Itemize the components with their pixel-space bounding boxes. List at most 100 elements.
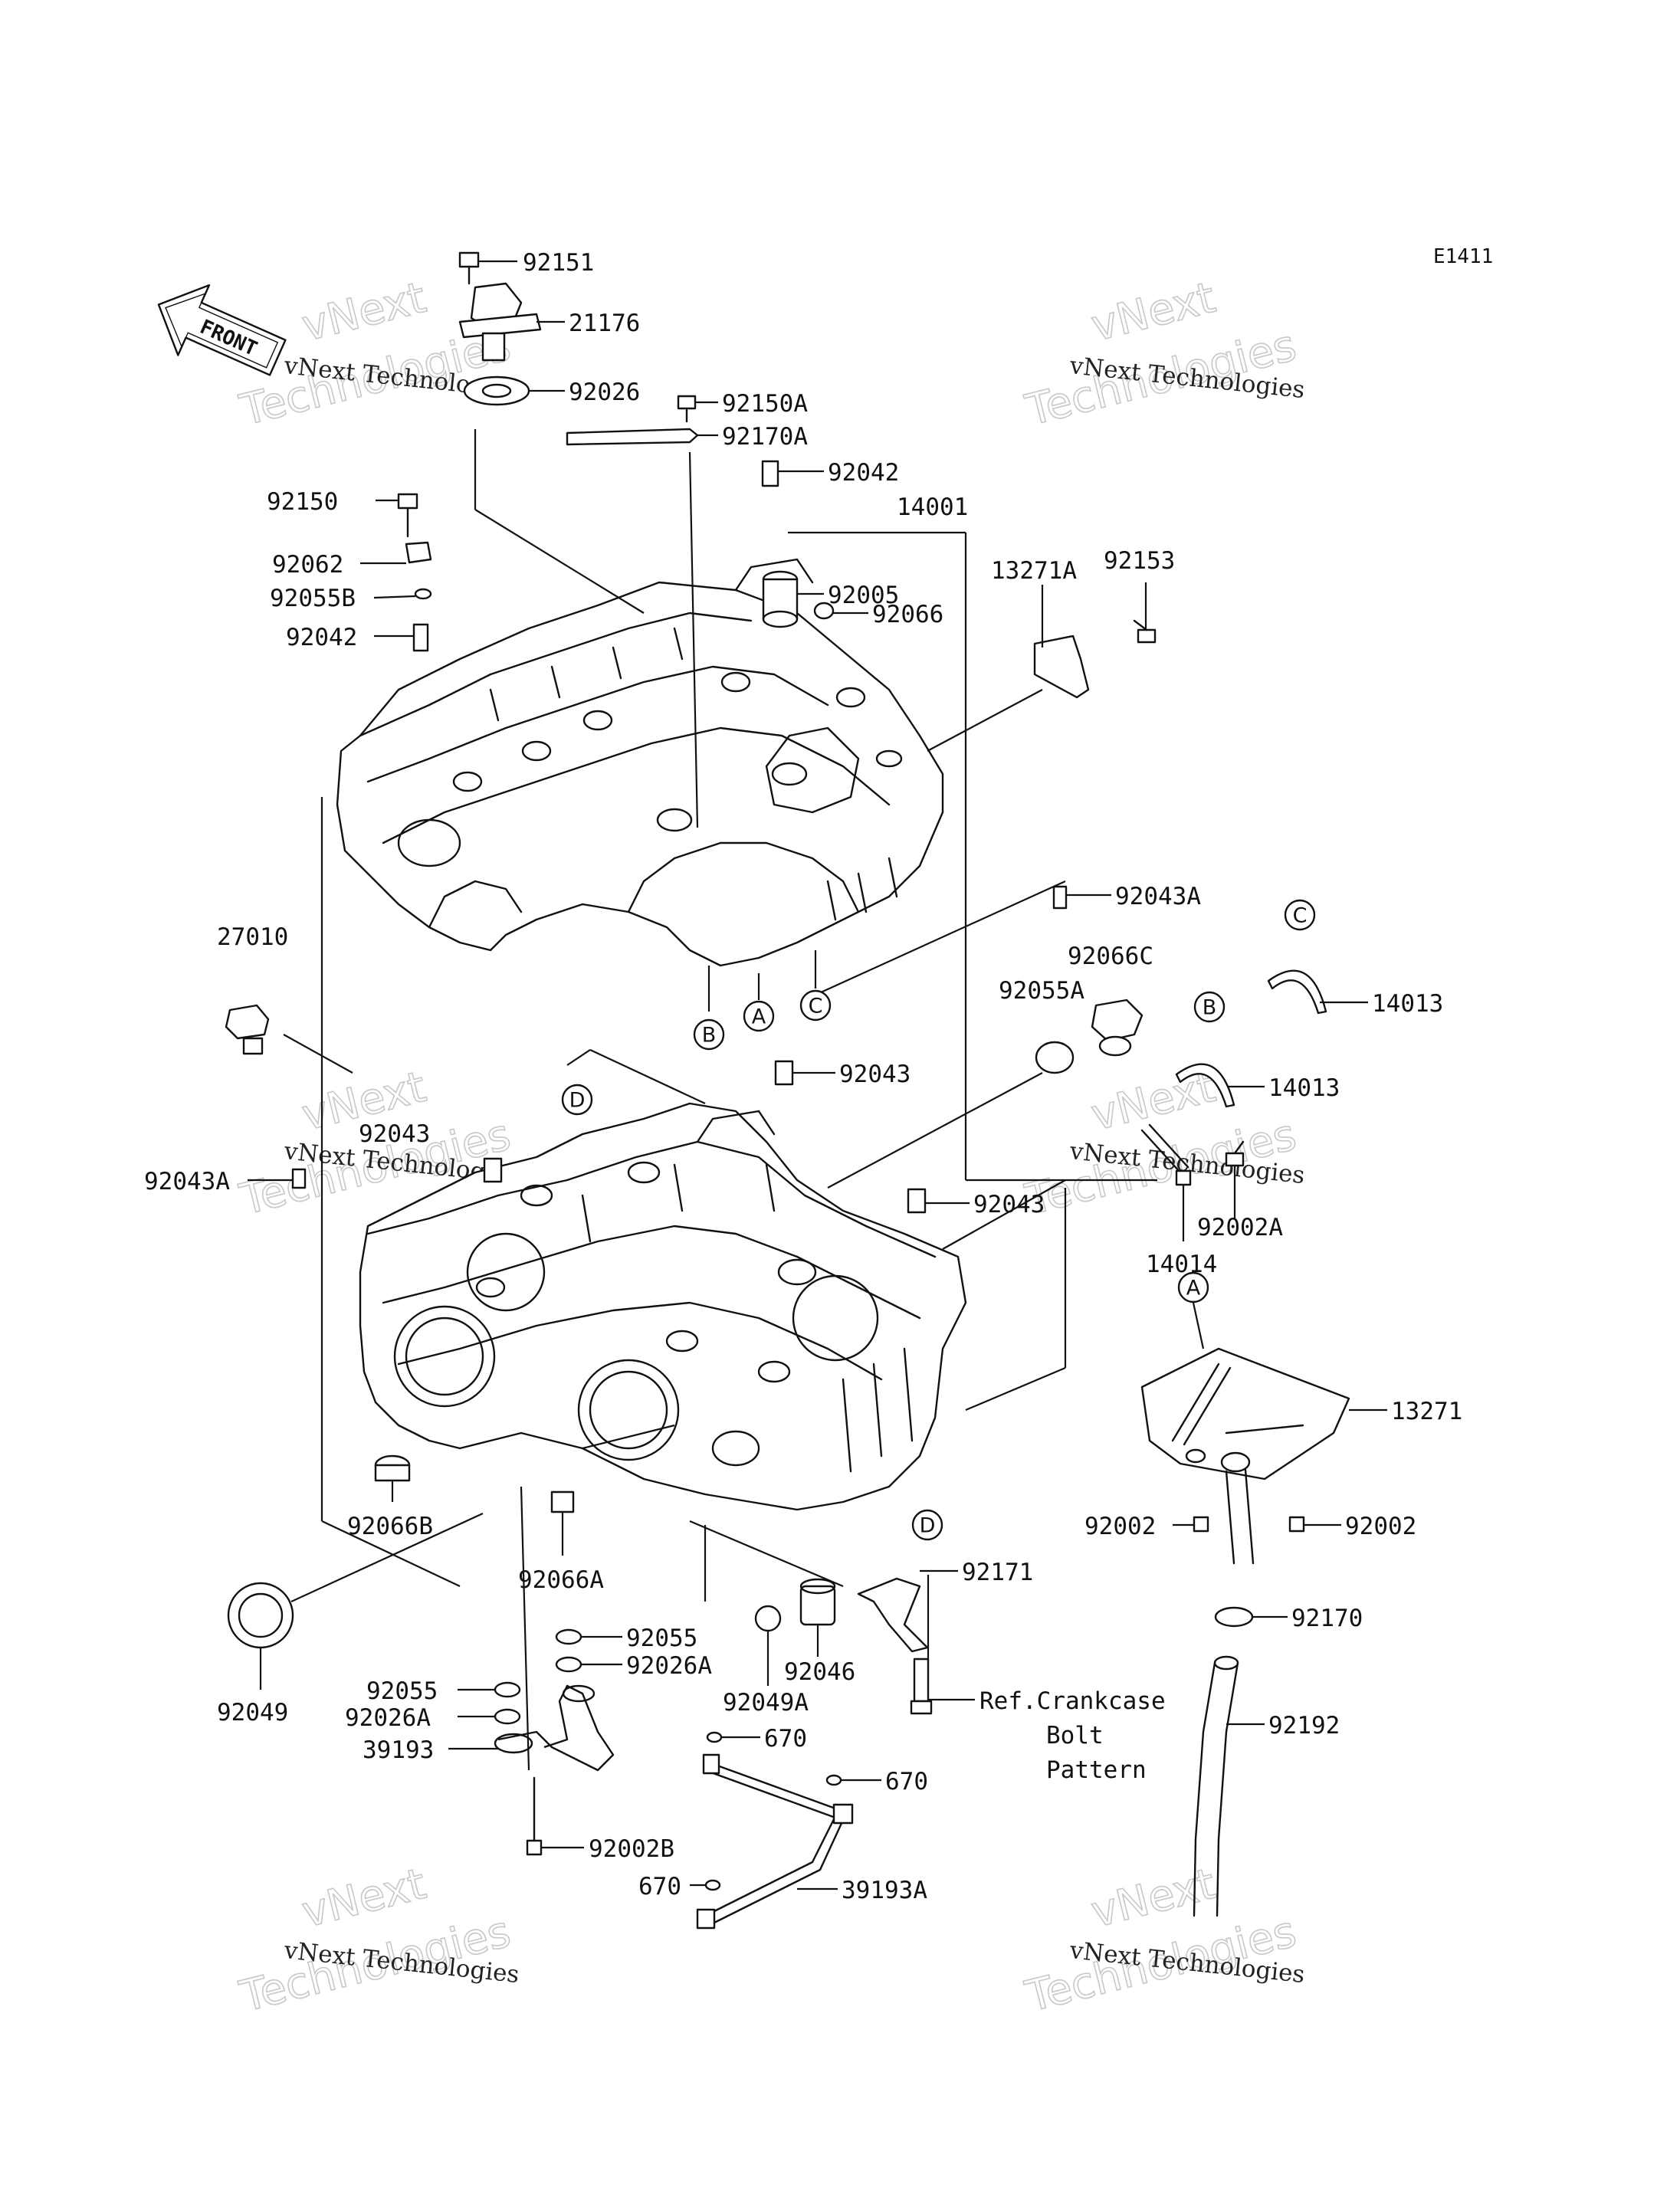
reference-note: Ref.Crankcase Bolt Pattern xyxy=(979,1687,1166,1784)
watermark-line1: vNext xyxy=(297,273,431,352)
part-label-14013: 14013 xyxy=(1268,1074,1340,1102)
pipe-icon xyxy=(1225,1468,1255,1565)
svg-text:B: B xyxy=(1203,996,1217,1020)
part-label-92002A: 92002A xyxy=(1197,1214,1283,1241)
part-label-14014: 14014 xyxy=(1146,1251,1217,1278)
plug-icon xyxy=(1091,998,1144,1057)
dowel-pin-icon xyxy=(483,1157,503,1183)
washer-icon xyxy=(754,1605,782,1632)
oil-seal-icon xyxy=(227,1582,294,1649)
hose-icon xyxy=(1193,1661,1239,1917)
svg-text:D: D xyxy=(920,1514,936,1538)
bolt-icon xyxy=(526,1776,543,1856)
switch-icon xyxy=(225,1004,270,1055)
part-label-27010: 27010 xyxy=(217,923,288,951)
watermark-line1: vNext xyxy=(1087,273,1220,352)
part-label-13271: 13271 xyxy=(1391,1398,1462,1425)
svg-text:A: A xyxy=(752,1005,766,1029)
bolt-icon xyxy=(397,493,418,538)
reference-note-line3: Pattern xyxy=(1046,1756,1147,1784)
sensor-icon xyxy=(458,282,542,362)
front-arrow-icon: FRONT xyxy=(157,284,287,376)
bolt-icon xyxy=(910,1658,933,1715)
upper-crankcase-drawing xyxy=(336,558,944,967)
bolt-icon xyxy=(1288,1516,1305,1533)
watermark-line1: vNext xyxy=(297,1859,431,1938)
o-ring-icon xyxy=(825,1774,842,1786)
o-ring-icon xyxy=(704,1879,721,1891)
oil-pipe-icon xyxy=(494,1684,615,1772)
part-label-92066: 92066 xyxy=(872,601,943,628)
dowel-pin-icon xyxy=(1052,885,1068,910)
part-label-92055: 92055 xyxy=(366,1677,438,1705)
part-label-92066B: 92066B xyxy=(347,1513,433,1540)
plug-icon xyxy=(550,1490,575,1513)
callout-b-bearing: B xyxy=(1193,991,1226,1023)
diagram-code: E1411 xyxy=(1433,245,1493,268)
part-label-92002: 92002 xyxy=(1345,1513,1416,1540)
watermark-top-right: vNext Technologies vNext Technologies xyxy=(1020,272,1306,436)
part-label-92043A: 92043A xyxy=(144,1168,230,1195)
bolt-icon xyxy=(1193,1516,1209,1533)
o-ring-icon xyxy=(555,1656,582,1673)
needle-bearing-icon xyxy=(799,1578,836,1626)
gasket-icon xyxy=(463,375,530,406)
leader-lines xyxy=(248,260,1387,1890)
dowel-pin-icon xyxy=(774,1060,794,1086)
part-label-39193: 39193 xyxy=(363,1736,434,1764)
part-label-14001: 14001 xyxy=(897,494,968,521)
callout-d-lower: D xyxy=(561,1084,593,1116)
part-label-670: 670 xyxy=(638,1873,681,1900)
bearing-half-icon xyxy=(1267,969,1327,1015)
oil-pipe-icon xyxy=(696,1753,854,1930)
dowel-pin-icon xyxy=(412,623,429,652)
part-label-92150A: 92150A xyxy=(722,390,808,418)
part-label-92192: 92192 xyxy=(1268,1712,1340,1740)
dowel-pin-icon xyxy=(761,460,779,487)
plug-icon xyxy=(374,1454,411,1482)
svg-text:C: C xyxy=(1293,904,1308,928)
part-label-92153: 92153 xyxy=(1104,547,1175,575)
part-label-13271A: 13271A xyxy=(991,557,1077,585)
o-ring-icon xyxy=(1035,1041,1075,1074)
part-label-92046: 92046 xyxy=(784,1658,855,1686)
part-labels: 92151 21176 92026 92150A 92170A 92042 14… xyxy=(144,249,1462,1904)
bolt-icon xyxy=(1175,1169,1192,1186)
o-ring-icon xyxy=(414,588,432,600)
reference-note-line2: Bolt xyxy=(1046,1722,1104,1749)
bolt-icon xyxy=(1133,619,1157,644)
part-label-92150: 92150 xyxy=(267,488,338,516)
callout-a-baffle: A xyxy=(1177,1271,1209,1303)
part-label-92170A: 92170A xyxy=(722,423,808,451)
bracket-icon xyxy=(857,1577,929,1653)
part-label-92170: 92170 xyxy=(1291,1605,1363,1632)
part-label-92026: 92026 xyxy=(569,379,640,406)
part-label-670: 670 xyxy=(764,1725,807,1753)
bearing-half-icon xyxy=(1175,1063,1235,1108)
svg-text:D: D xyxy=(569,1089,586,1113)
clamp-icon xyxy=(405,541,432,564)
part-label-92062: 92062 xyxy=(272,551,343,579)
part-label-92151: 92151 xyxy=(523,249,594,277)
dowel-pin-icon xyxy=(907,1188,927,1214)
part-label-92055B: 92055B xyxy=(270,585,356,612)
svg-text:C: C xyxy=(809,995,823,1018)
callout-a-upper: A xyxy=(743,1000,775,1032)
part-label-92171: 92171 xyxy=(962,1559,1033,1586)
reference-note-line1: Ref.Crankcase xyxy=(979,1687,1166,1715)
svg-text:A: A xyxy=(1186,1277,1201,1300)
fitting-icon xyxy=(762,570,799,628)
part-label-92049: 92049 xyxy=(217,1699,288,1726)
part-label-92042: 92042 xyxy=(828,459,899,487)
o-ring-icon xyxy=(706,1731,723,1743)
callout-c-upper: C xyxy=(799,989,832,1021)
part-label-92066C: 92066C xyxy=(1068,943,1153,970)
plug-icon xyxy=(813,602,835,620)
part-label-92043: 92043 xyxy=(839,1061,911,1088)
o-ring-icon xyxy=(494,1681,521,1698)
part-label-92042: 92042 xyxy=(286,624,357,651)
part-label-92026A: 92026A xyxy=(345,1704,431,1732)
clamp-strap-icon xyxy=(566,428,699,446)
part-label-92055: 92055 xyxy=(626,1625,697,1652)
